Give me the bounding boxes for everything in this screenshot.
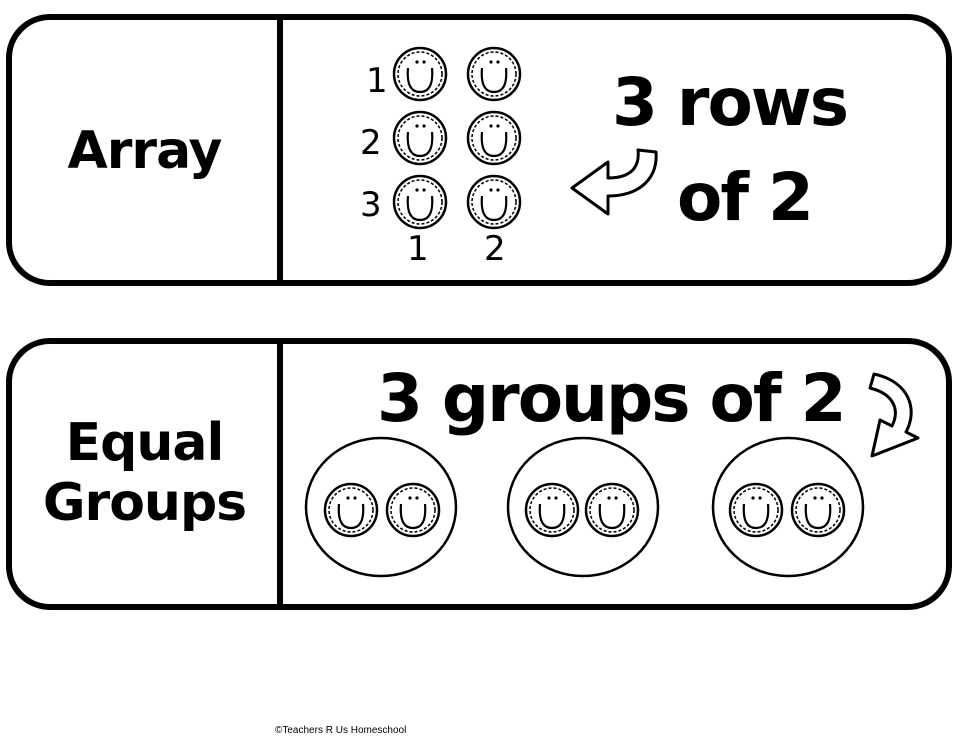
array-divider [277,20,283,280]
smiley-face-icon [524,482,580,538]
row-number-1: 1 [366,61,388,101]
smiley-face-icon [466,46,522,102]
equal-groups-term-line1: Equal [65,413,225,474]
smiley-face-icon [584,482,640,538]
equal-groups-divider [277,344,283,604]
equal-groups-card: Equal Groups 3 groups of 2 [6,338,952,610]
equal-groups-term-line2: Groups [42,473,247,533]
smiley-face-icon [392,110,448,166]
row-number-3: 3 [360,185,382,225]
group-circle-3 [711,436,865,578]
array-term: Array [67,121,223,182]
smiley-face-icon [466,110,522,166]
smiley-face-icon [385,482,441,538]
smiley-face-icon [392,174,448,230]
rows-caption-line2: of 2 [677,159,814,236]
group-circle-1 [304,436,458,578]
equal-groups-term: Equal Groups [12,344,277,604]
array-card: Array 1 2 3 1 2 3 rows of 2 [6,14,952,286]
column-number-2: 2 [484,229,506,269]
row-number-2: 2 [360,123,382,163]
copyright-credit: ©Teachers R Us Homeschool [275,725,407,736]
smiley-face-icon [323,482,379,538]
smiley-face-icon [392,46,448,102]
array-illustration [392,46,658,230]
curved-arrow-down-icon [868,372,920,458]
column-number-1: 1 [407,229,429,269]
group-circle-2 [506,436,660,578]
curved-arrow-left-icon [570,148,658,216]
smiley-face-icon [790,482,846,538]
smiley-face-icon [728,482,784,538]
groups-caption: 3 groups of 2 [377,360,846,437]
equal-groups-illustration [304,372,920,578]
smiley-face-icon [466,174,522,230]
rows-caption-line1: 3 rows [612,64,849,141]
